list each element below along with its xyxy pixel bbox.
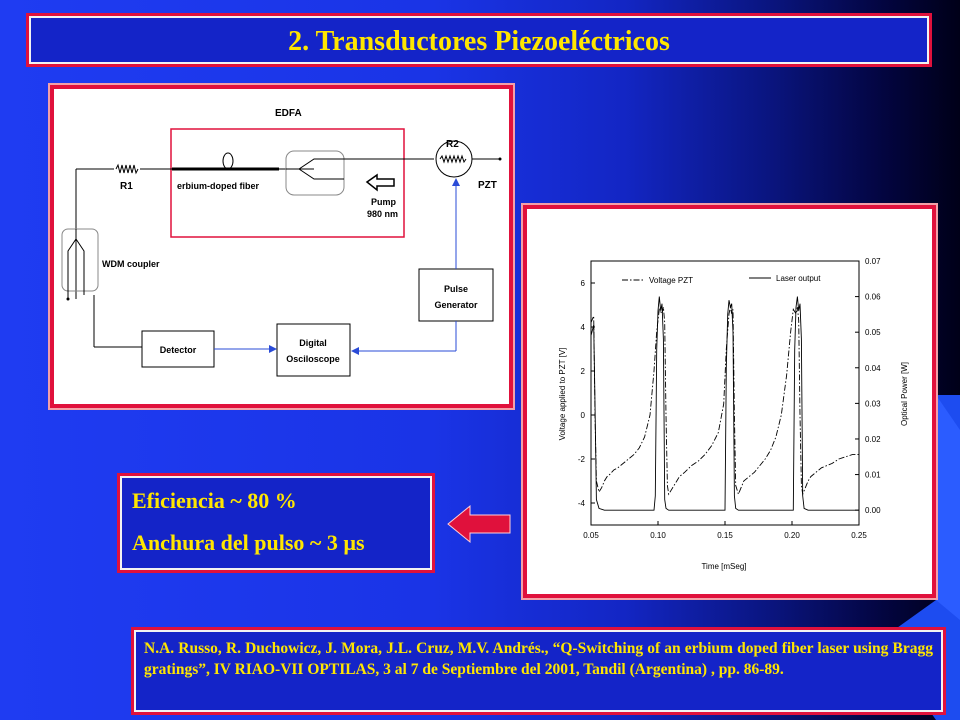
title-bar: 2. Transductores Piezoeléctricos	[26, 13, 932, 67]
y2-tick-label: 0.03	[865, 399, 881, 408]
y2-tick-label: 0.06	[865, 293, 881, 302]
x-tick-label: 0.05	[583, 531, 599, 540]
y2-tick-label: 0.00	[865, 506, 881, 515]
reference-text: N.A. Russo, R. Duchowicz, J. Mora, J.L. …	[144, 640, 933, 678]
wdm-coupler	[61, 228, 99, 292]
series-voltage-pzt	[590, 307, 859, 496]
detector-box	[141, 330, 215, 368]
oscilloscope-label-2: Osciloscope	[286, 354, 340, 364]
pulse-width-text: Anchura del pulso ~ 3 µs	[132, 530, 365, 555]
pump-label: Pump	[371, 197, 397, 207]
page-title: 2. Transductores Piezoeléctricos	[288, 26, 670, 57]
pump-coupler	[285, 150, 345, 196]
y-axis-ticks: 6 4 2 0 -2 -4	[578, 279, 595, 508]
y2-tick-label: 0.07	[865, 257, 881, 266]
pump-wavelength-label: 980 nm	[367, 209, 398, 219]
x-tick-label: 0.10	[650, 531, 666, 540]
detector-label: Detector	[160, 345, 197, 355]
y2-tick-label: 0.05	[865, 328, 881, 337]
pulse-generator-box	[418, 268, 494, 322]
legend-voltage-label: Voltage PZT	[649, 276, 693, 285]
efficiency-text: Eficiencia ~ 80 %	[132, 488, 297, 513]
edfa-label: EDFA	[275, 108, 302, 119]
x-tick-label: 0.20	[784, 531, 800, 540]
grating-r1-icon	[115, 163, 139, 175]
y2-axis-label: Optical Power [W]	[900, 362, 909, 426]
oscilloscope-label-1: Digital	[299, 338, 327, 348]
oscilloscope-box	[276, 323, 351, 377]
y-tick-label: 6	[581, 279, 586, 288]
x-tick-label: 0.15	[717, 531, 733, 540]
legend: Voltage PZT Laser output	[622, 274, 821, 285]
y2-tick-label: 0.04	[865, 364, 881, 373]
y-tick-label: 4	[581, 323, 586, 332]
results-box: Eficiencia ~ 80 % Anchura del pulso ~ 3 …	[117, 473, 435, 573]
setup-diagram-panel: EDFA R1 erbium-doped fiber Pump 980 nm R…	[50, 85, 513, 408]
y2-tick-label: 0.02	[865, 435, 881, 444]
r2-label: R2	[446, 139, 459, 150]
y2-axis-ticks: 0.07 0.06 0.05 0.04 0.03 0.02 0.01 0.00	[855, 257, 881, 515]
legend-laser-label: Laser output	[776, 274, 821, 283]
setup-diagram: EDFA R1 erbium-doped fiber Pump 980 nm R…	[61, 108, 502, 377]
pulse-generator-label-1: Pulse	[444, 284, 468, 294]
y2-tick-label: 0.01	[865, 471, 881, 480]
edfa-box	[170, 128, 405, 238]
wdm-label: WDM coupler	[102, 259, 160, 269]
grating-r2-icon	[439, 154, 467, 164]
reference-box: N.A. Russo, R. Duchowicz, J. Mora, J.L. …	[131, 627, 946, 715]
pzt-label: PZT	[478, 180, 497, 191]
x-axis-label: Time [mSeg]	[701, 562, 746, 571]
x-axis-ticks: 0.05 0.10 0.15 0.20 0.25	[583, 521, 867, 540]
erbium-label: erbium-doped fiber	[177, 181, 259, 191]
r1-label: R1	[120, 181, 133, 192]
series-laser-output	[590, 296, 859, 511]
y-tick-label: -4	[578, 499, 586, 508]
left-arrow-icon	[447, 504, 511, 544]
y-tick-label: -2	[578, 455, 586, 464]
y-tick-label: 0	[581, 411, 586, 420]
pulse-generator-label-2: Generator	[434, 300, 478, 310]
pump-arrow-icon	[365, 173, 395, 192]
y-tick-label: 2	[581, 367, 586, 376]
x-tick-label: 0.25	[851, 531, 867, 540]
y-axis-label: Voltage applied to PZT [V]	[558, 348, 567, 441]
